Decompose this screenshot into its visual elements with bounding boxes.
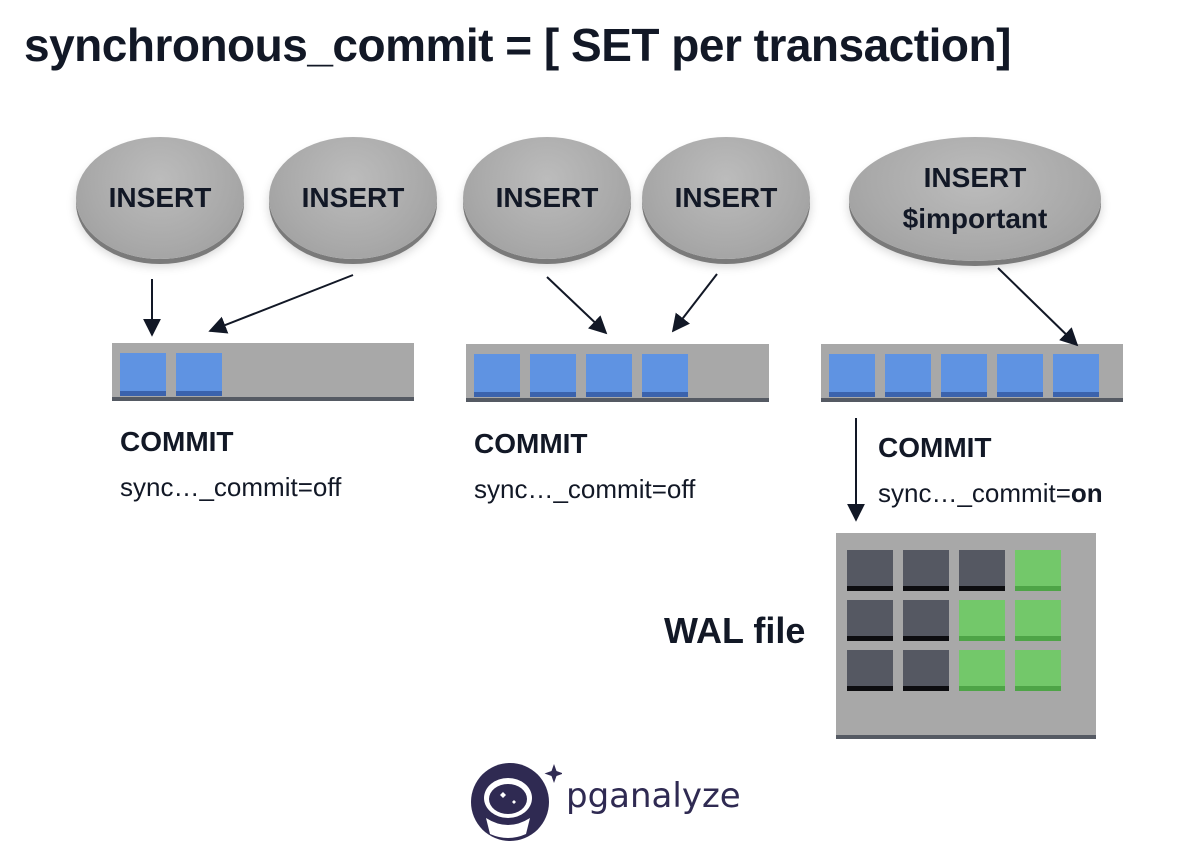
arrow-insert-2-to-buffer-1	[208, 274, 354, 334]
wal-block-new	[1015, 550, 1061, 591]
page-block	[885, 354, 931, 397]
page-block	[530, 354, 576, 397]
setting-line-1: sync…_commit=off	[120, 472, 341, 503]
wal-block-new	[1015, 650, 1061, 691]
insert-bubble-1: INSERT	[76, 137, 244, 259]
commit-label-1: COMMIT	[120, 426, 234, 457]
commit-buffer-3	[821, 344, 1123, 402]
wal-block-written	[903, 550, 949, 591]
pganalyze-logo-text: pganalyze	[566, 776, 741, 816]
setting-value-bold: on	[1070, 478, 1103, 508]
setting-value: off	[666, 474, 696, 504]
wal-block-written	[847, 550, 893, 591]
commit-label-3: COMMIT	[878, 432, 992, 463]
slide-title: synchronous_commit = [ SET per transacti…	[24, 19, 1011, 71]
page-block	[474, 354, 520, 397]
insert-bubble-4: INSERT	[642, 137, 810, 259]
setting-name: sync…_commit=	[878, 478, 1071, 508]
setting-line-2: sync…_commit=off	[474, 474, 695, 505]
setting-line-3: sync…_commit=on	[878, 478, 1103, 509]
wal-file-label: WAL file	[664, 610, 806, 651]
insert-bubble-2: INSERT	[269, 137, 437, 259]
setting-name: sync…_commit=	[120, 472, 313, 502]
commit-buffer-1	[112, 343, 414, 401]
wal-block-written	[847, 650, 893, 691]
page-block	[941, 354, 987, 397]
wal-block-new	[959, 650, 1005, 691]
page-block	[1053, 354, 1099, 397]
page-block	[642, 354, 688, 397]
page-block	[997, 354, 1043, 397]
insert-important-bubble: INSERT $important	[849, 137, 1101, 261]
wal-block-new	[959, 600, 1005, 641]
insert-bubble-label: INSERT	[108, 181, 212, 213]
setting-name: sync…_commit=	[474, 474, 667, 504]
arrow-insert-4-to-buffer-2	[671, 273, 718, 333]
arrow-insert-3-to-buffer-2	[546, 276, 608, 335]
commit-label-2: COMMIT	[474, 428, 588, 459]
wal-block-written	[903, 600, 949, 641]
wal-block-written	[959, 550, 1005, 591]
page-block	[120, 353, 166, 396]
commit-buffer-2	[466, 344, 769, 402]
wal-block-new	[1015, 600, 1061, 641]
insert-bubble-label: INSERT	[495, 181, 599, 213]
wal-block-written	[847, 600, 893, 641]
insert-bubble-label: INSERT	[674, 181, 778, 213]
insert-bubble-label: INSERT $important	[902, 162, 1048, 234]
page-block	[829, 354, 875, 397]
page-block	[586, 354, 632, 397]
insert-bubble-3: INSERT	[463, 137, 631, 259]
page-block	[176, 353, 222, 396]
wal-file	[836, 533, 1096, 739]
setting-value: off	[312, 472, 342, 502]
insert-bubble-label: INSERT	[301, 181, 405, 213]
pganalyze-logo-icon	[471, 763, 562, 841]
wal-block-written	[903, 650, 949, 691]
arrow-important-to-buffer-3	[997, 267, 1079, 347]
